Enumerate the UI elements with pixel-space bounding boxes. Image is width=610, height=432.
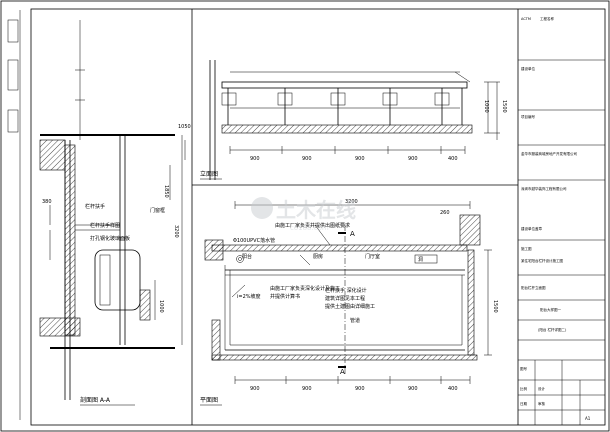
plan-dim-3200: 3200 (345, 199, 358, 205)
title-block-grid (518, 59, 605, 425)
elev-dim-1500: 1500 (501, 100, 507, 113)
plan-label-opening: 洞 (418, 256, 423, 263)
section-label-frame: 门窗框 (150, 207, 165, 214)
plan-title: 平面图 (200, 397, 218, 404)
plan-section-mark-bottom: A (340, 368, 345, 376)
plan-label-pipe: 管道 (350, 317, 360, 324)
watermark-sub-text: co188.com (290, 224, 329, 232)
plan-label-room: 门厅室 (365, 253, 380, 260)
tb-sheet-title-1: 阳台大样图一 (540, 307, 561, 312)
plan-label-balcony: 阳台 (242, 253, 252, 260)
tb-sheet-title-2: (阳台 栏杆详图二) (538, 327, 567, 332)
plan-section-mark-top: A (350, 230, 355, 238)
tb-drawing-title: 阳台栏杆立面图 (521, 285, 546, 290)
plan-dim-1500: 1500 (492, 300, 498, 313)
section-dim-1850: 1850 (163, 185, 169, 198)
plan-dim-400: 400 (448, 386, 458, 392)
tb-company-2: 深圳市越华装饰工程有限公司 (521, 186, 567, 191)
plan-label-note5: 由施工厂家负责深化设计及施工 (270, 285, 340, 292)
section-label-glass: 打孔钢化玻璃面板 (90, 235, 130, 242)
tb-footer-size: A1 (585, 416, 591, 421)
plan-label-note2: 栏杆扶手 深化设计 (325, 287, 367, 294)
tb-acm: ACTM (521, 17, 531, 21)
elevation-drawing (209, 60, 500, 180)
plan-label-slope: i=2%坡度 (237, 293, 261, 300)
plan-label-kitchen: 厨房 (313, 253, 323, 260)
plan-label-note6: 并提供计算书 (270, 293, 300, 300)
tb-stamp: 建设单位盖章 (521, 226, 542, 231)
tb-stage: 施工图 (521, 246, 532, 251)
elev-dim-400: 400 (448, 156, 458, 162)
plan-dim-900-1: 900 (250, 386, 260, 392)
elev-dim-900-3: 900 (355, 156, 365, 162)
tb-footer-drawing-no: 图号 (520, 366, 528, 371)
section-label-handrail-detail: 栏杆扶手样图 (90, 222, 120, 229)
elev-dim-1000: 1000 (483, 100, 489, 113)
tb-footer-review: 审核 (538, 401, 546, 406)
tb-project-name: 工程名称 (540, 16, 554, 21)
elev-dim-900-2: 900 (302, 156, 312, 162)
tb-footer-scale: 比例 (520, 386, 528, 391)
tb-footer-date: 日期 (520, 401, 528, 406)
tb-footer-design: 设计 (538, 386, 546, 391)
section-title: 剖面图 A-A (80, 396, 111, 404)
watermark: 土木在线 co188.com (251, 197, 356, 232)
section-dim-1000: 1000 (158, 300, 164, 313)
plan-label-note4: 提供土建图由详细施工 (325, 303, 375, 310)
plan-label-note1: 由施工厂家负责并提供出图纸要求 (275, 222, 350, 229)
section-dim-3200: 3200 (173, 225, 179, 238)
section-dim-1050: 1050 (178, 124, 191, 130)
tb-drawing-set: 某住宅阳台栏杆设计施工图 (521, 258, 563, 263)
elevation-title: 立面图 (200, 170, 218, 178)
sheet-inner-border (30, 8, 606, 426)
plan-dim-260: 260 (440, 210, 450, 216)
watermark-main-text: 土木在线 (276, 198, 356, 222)
elev-dim-900-4: 900 (408, 156, 418, 162)
section-dim-380a: 380 (42, 199, 52, 205)
elev-dim-900-1: 900 (250, 156, 260, 162)
section-aa-drawing (39, 20, 186, 400)
plan-label-pvc: Φ100UPVC落水管 (233, 237, 275, 244)
section-label-handrail: 栏杆扶手 (85, 203, 105, 210)
plan-drawing (204, 201, 492, 384)
plan-dim-900-2: 900 (302, 386, 312, 392)
tb-project-no: 项目编号 (521, 114, 535, 119)
plan-dim-900-3: 900 (355, 386, 365, 392)
tb-client: 建设单位 (521, 66, 535, 71)
tb-company-1: 金华市服装商城房地产开发有限公司 (521, 151, 577, 156)
plan-dim-900-4: 900 (408, 386, 418, 392)
binding-margin-marks (7, 10, 21, 420)
plan-label-note3: 建筑详图见本工程 (325, 295, 365, 302)
